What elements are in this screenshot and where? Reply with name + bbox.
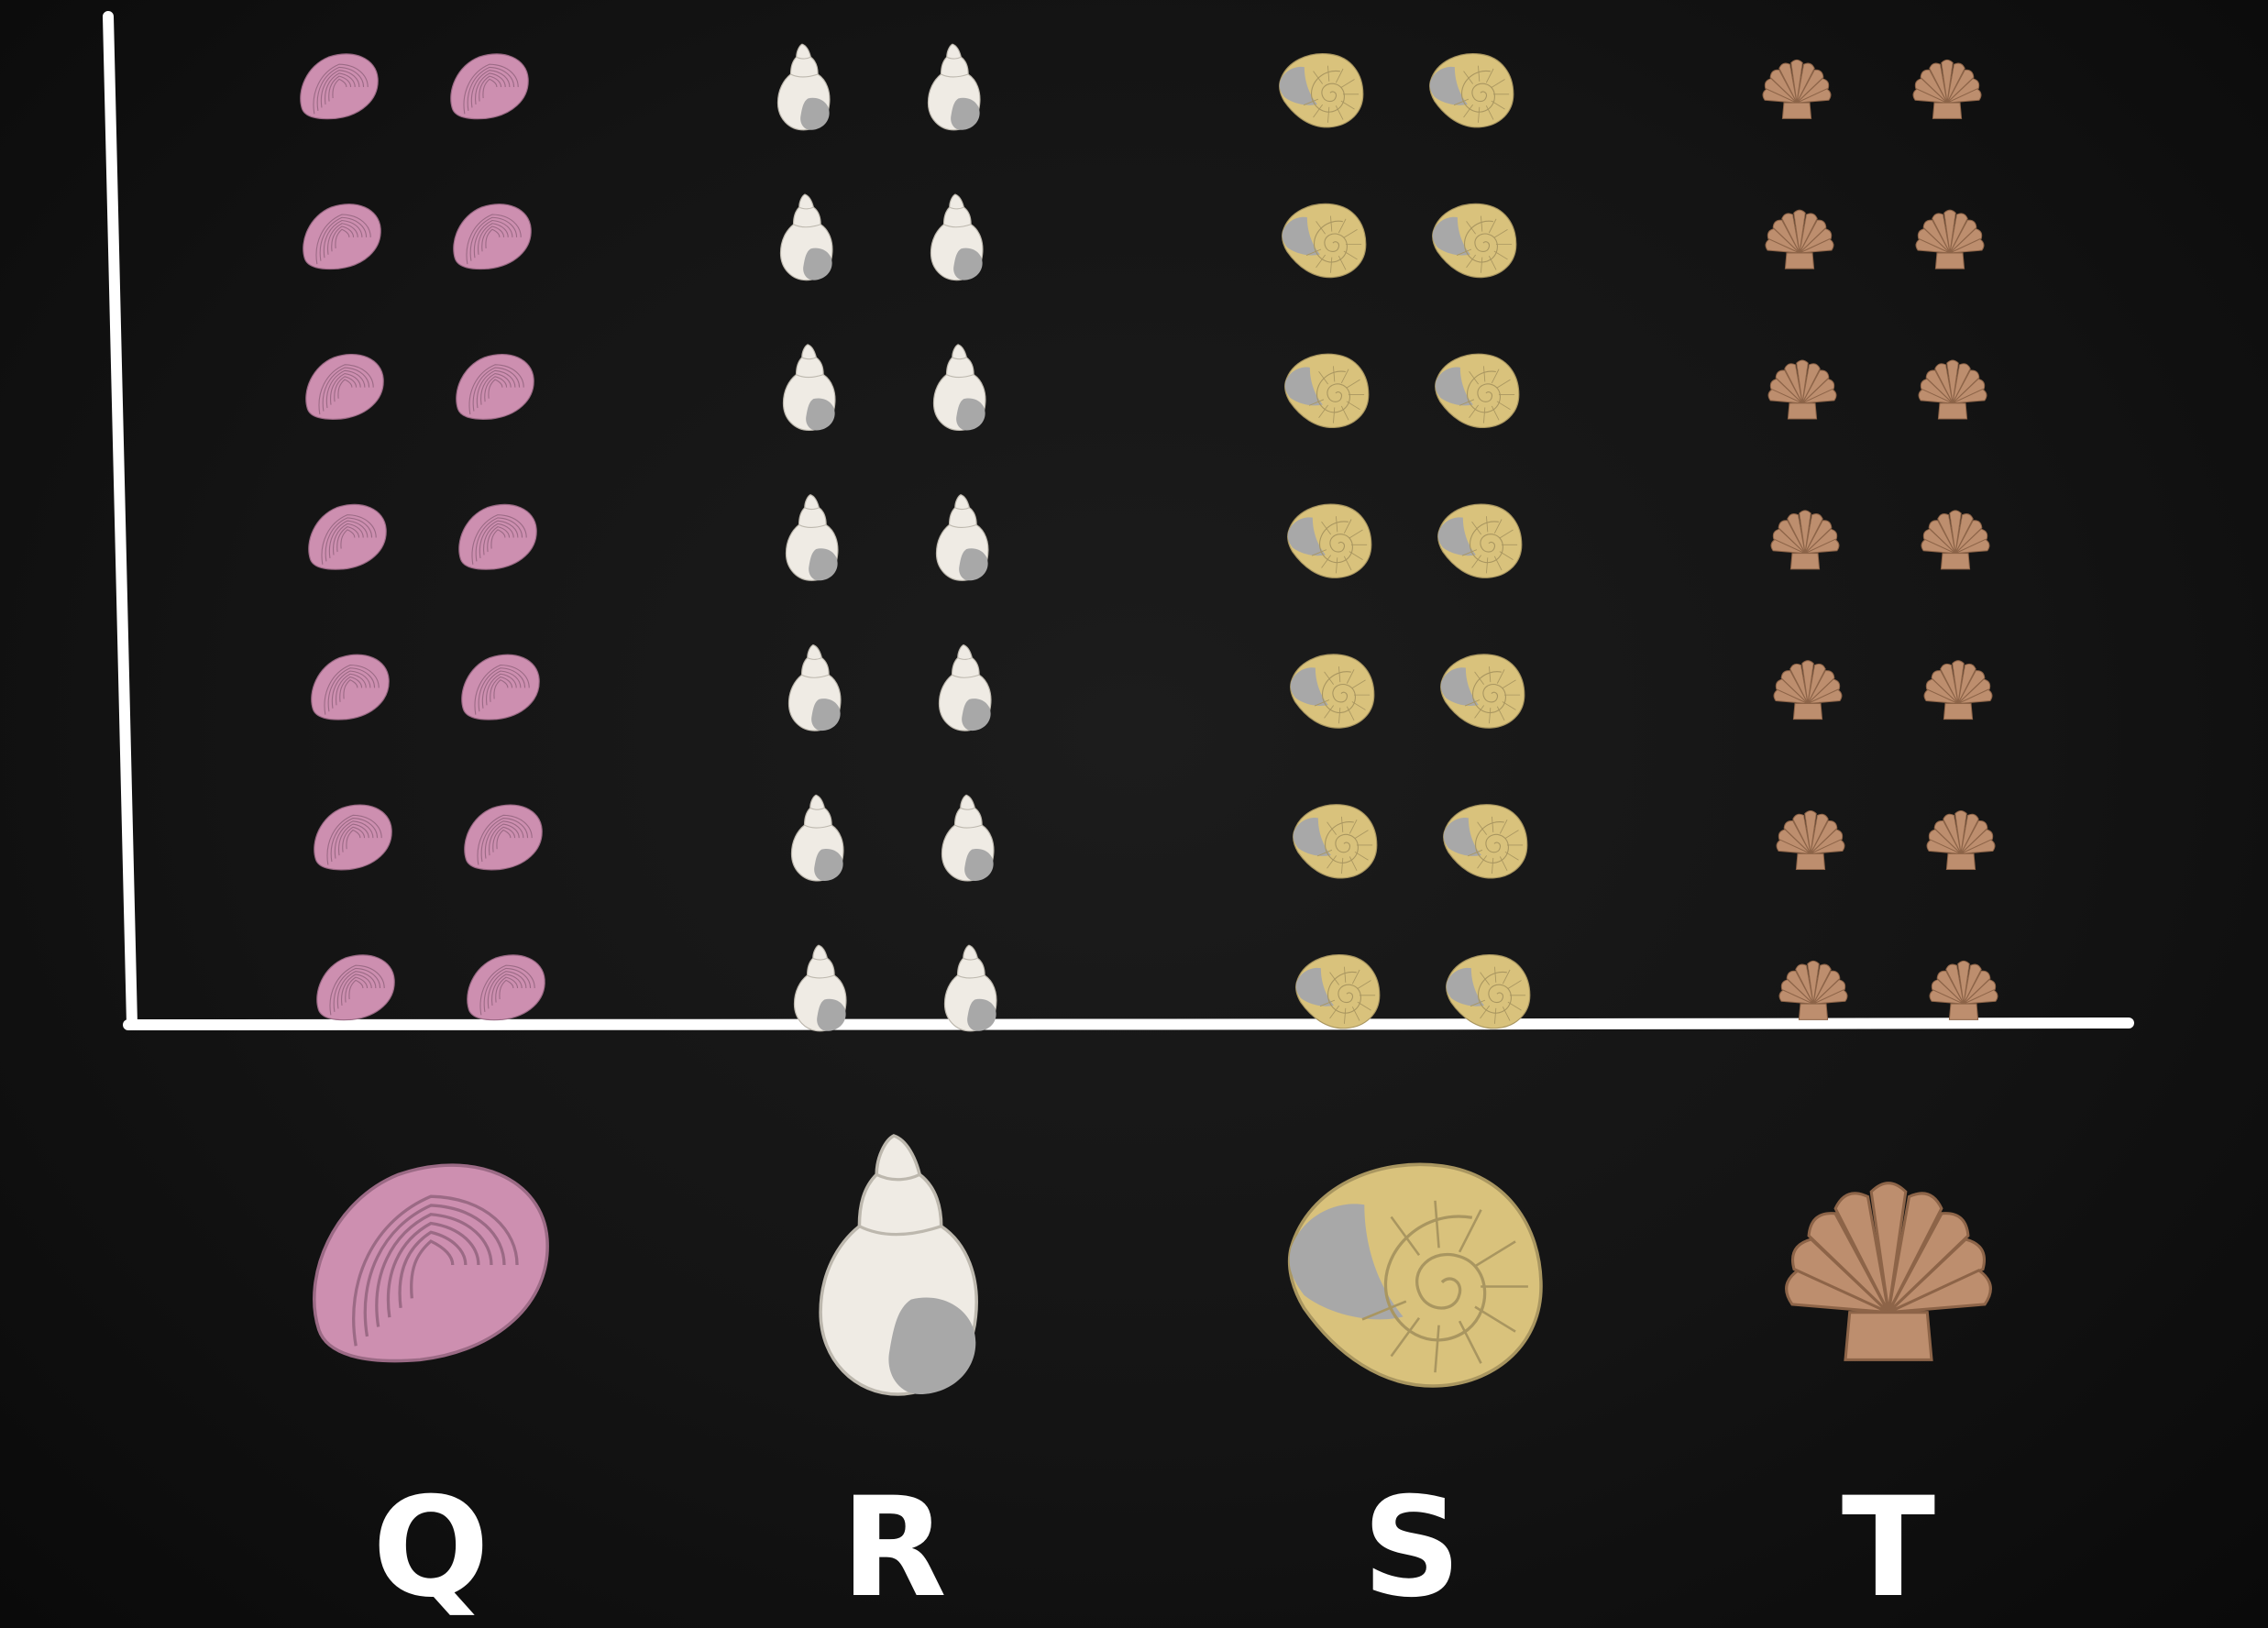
nautilus-shell-icon (1279, 53, 1364, 128)
nautilus-shell-icon (1443, 804, 1528, 879)
clam-shell-icon (311, 654, 390, 720)
nautilus-shell-icon (1446, 954, 1531, 1029)
scallop-shell-icon (1765, 209, 1834, 270)
x-axis-line (123, 1018, 2134, 1030)
bar-s (1279, 53, 1531, 1029)
nautilus-shell-legend-icon (1287, 1162, 1543, 1388)
clam-shell-icon (450, 53, 529, 120)
scallop-shell-icon (1921, 510, 1990, 570)
nautilus-shell-icon (1284, 353, 1370, 428)
snail-shell-icon (941, 794, 995, 882)
scallop-shell-icon (1912, 59, 1982, 119)
scallop-shell-icon (1923, 660, 1993, 720)
clam-shell-icon (303, 204, 381, 270)
nautilus-shell-icon (1432, 203, 1517, 279)
snail-shell-icon (776, 43, 831, 131)
snail-shell-icon (927, 43, 981, 131)
snail-shell-icon (943, 944, 997, 1032)
scallop-shell-icon (1762, 59, 1832, 119)
scallop-shell-icon (1918, 359, 1987, 420)
clam-shell-icon (467, 954, 545, 1021)
bar-t (1762, 59, 1998, 1020)
scallop-shell-icon (1778, 960, 1848, 1020)
category-icons (313, 1134, 1992, 1396)
clam-shell-legend-icon (313, 1163, 549, 1363)
clam-shell-icon (456, 353, 534, 420)
category-label-q: Q (372, 1468, 490, 1628)
scallop-shell-icon (1773, 660, 1843, 720)
clam-shell-icon (316, 954, 395, 1021)
chart-axes (103, 11, 2134, 1030)
scallop-shell-legend-icon (1785, 1182, 1992, 1361)
clam-shell-icon (461, 654, 540, 720)
scallop-shell-icon (1929, 960, 1998, 1020)
clam-shell-icon (453, 204, 532, 270)
nautilus-shell-icon (1435, 353, 1520, 428)
snail-shell-icon (782, 344, 836, 432)
clam-shell-icon (458, 503, 537, 570)
nautilus-shell-icon (1290, 654, 1375, 729)
snail-shell-icon (935, 494, 989, 581)
snail-shell-icon (930, 193, 984, 281)
clam-shell-icon (308, 503, 387, 570)
category-label-s: S (1362, 1468, 1461, 1628)
scallop-shell-icon (1776, 810, 1845, 870)
scallop-shell-icon (1767, 359, 1837, 420)
snail-shell-legend-icon (819, 1134, 978, 1396)
snail-shell-icon (787, 644, 842, 732)
nautilus-shell-icon (1282, 203, 1367, 279)
nautilus-shell-icon (1429, 53, 1514, 128)
scallop-shell-icon (1915, 209, 1985, 270)
snail-shell-icon (938, 644, 992, 732)
scallop-shell-icon (1926, 810, 1996, 870)
snail-shell-icon (932, 344, 986, 432)
clam-shell-icon (300, 53, 379, 120)
snail-shell-icon (790, 794, 844, 882)
nautilus-shell-icon (1440, 654, 1525, 729)
nautilus-shell-icon (1437, 503, 1523, 578)
clam-shell-icon (314, 804, 392, 871)
bar-r (776, 43, 997, 1032)
category-label-r: R (841, 1468, 947, 1628)
nautilus-shell-icon (1287, 503, 1372, 578)
snail-shell-icon (785, 494, 839, 581)
category-labels: Q R S T (372, 1468, 1935, 1628)
pictograph-icons (300, 43, 1998, 1032)
nautilus-shell-icon (1293, 804, 1378, 879)
nautilus-shell-icon (1295, 954, 1381, 1029)
snail-shell-icon (793, 944, 847, 1032)
bar-q (300, 53, 545, 1021)
y-axis-line (103, 11, 138, 1030)
clam-shell-icon (305, 353, 384, 420)
scallop-shell-icon (1770, 510, 1840, 570)
clam-shell-icon (464, 804, 543, 871)
snail-shell-icon (779, 193, 833, 281)
category-label-t: T (1842, 1468, 1935, 1628)
